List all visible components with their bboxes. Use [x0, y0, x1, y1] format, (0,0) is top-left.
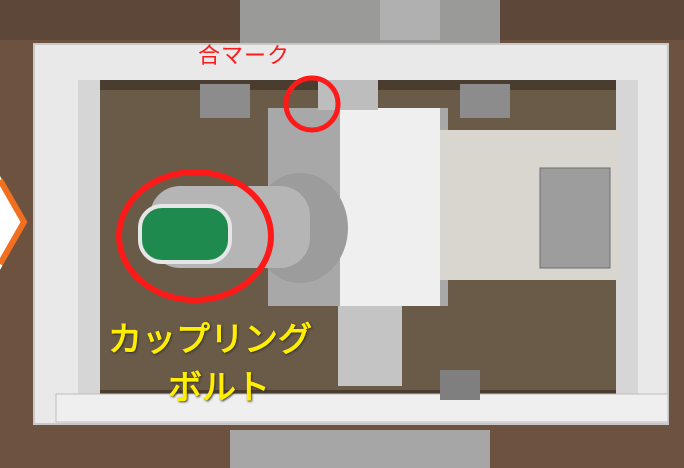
arrow-white-bg [0, 176, 26, 270]
right-bracket [539, 167, 611, 269]
coupling-face [340, 108, 440, 306]
bottom-rail [55, 393, 669, 423]
mark-label: 合マーク [198, 44, 291, 69]
bolt-label-line2: ボルト [168, 368, 270, 408]
bolt-highlight-circle [116, 169, 274, 303]
bolt-green-cap [138, 204, 232, 264]
bolt-label-line1: カップリング [108, 320, 312, 360]
bottom-bolt [440, 370, 480, 400]
mark-highlight-circle [283, 75, 341, 133]
top-gray-block [240, 0, 500, 45]
top-bolt-left [200, 84, 250, 118]
right-rail [616, 80, 638, 402]
top-bolt-right [460, 84, 510, 118]
top-shaft [380, 0, 440, 40]
left-arrow-icon [0, 178, 28, 266]
bottom-gray-block [230, 430, 490, 468]
left-rail [78, 80, 100, 402]
lower-shaft [338, 306, 402, 386]
